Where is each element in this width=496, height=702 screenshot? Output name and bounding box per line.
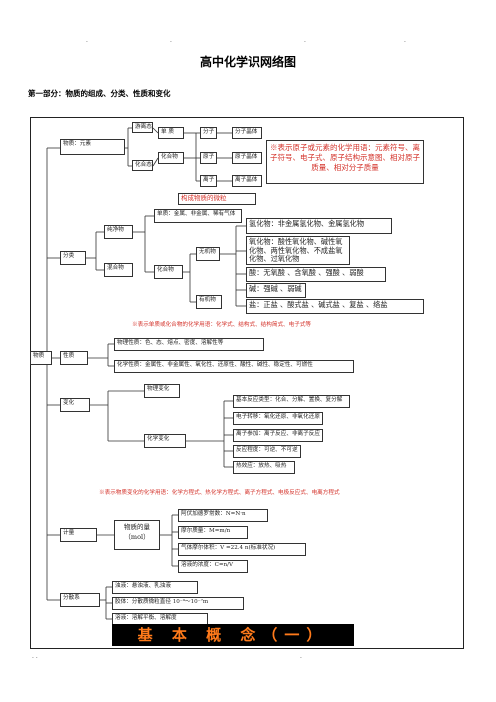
- node-elemental: 单 质: [158, 127, 184, 139]
- node-substance: 物质: [30, 351, 52, 365]
- node-molecule: 分子: [200, 127, 217, 139]
- node-chemical-change: 化学变化: [144, 434, 186, 448]
- node-measurement: 计量: [60, 528, 97, 542]
- node-reaction-type: 基本反应类型：化合、分解、置换、复分解: [233, 395, 350, 408]
- node-reaction-degree: 反应程度：可逆、不可逆: [233, 445, 301, 458]
- node-oxide: 氧化物：酸性氧化物、碱性氧化物、两性氧化物、不成盐氧化物、过氧化物: [246, 236, 350, 265]
- node-concentration: 溶液的浓度：C=n/V: [178, 560, 248, 573]
- node-suspension: 浊液：悬浊液、乳浊液: [112, 581, 198, 594]
- node-compound-top: 化合物: [158, 152, 184, 164]
- node-free-state: 游离态: [132, 122, 153, 133]
- header-dot: ·: [86, 39, 88, 46]
- node-molecular-crystal: 分子晶体: [232, 127, 262, 139]
- page-title: 高中化学识网络图: [199, 55, 296, 69]
- header-dot: ·: [304, 39, 306, 46]
- note-atom-terms: ※表示原子或元素的化学用语：元素符号、离子符号、电子式、原子结构示意图、相对原子…: [266, 140, 424, 184]
- node-compound: 化合物: [154, 265, 183, 279]
- node-atomic-crystal: 原子晶体: [232, 152, 262, 164]
- node-acid: 酸：无氧酸 、含氧酸 、强酸 、弱酸: [246, 267, 386, 282]
- node-inorganic: 无机物: [196, 247, 220, 261]
- node-elements: 单质：金属、非金属、稀有气体: [154, 209, 242, 223]
- node-molar-volume: 气体摩尔体积：V =22.4 n(标准状况): [178, 543, 306, 556]
- node-dispersion: 分散系: [60, 593, 100, 607]
- footer-dot: ·: [300, 655, 302, 662]
- node-physical-property: 物理性质：色、态、熔点、密度、溶解性等: [114, 338, 264, 351]
- node-molar-mass: 摩尔质量：M=m/n: [178, 526, 248, 539]
- section-subtitle: 第一部分：物质的组成、分类、性质和变化: [28, 89, 171, 98]
- footer-banner: 基 本 概 念（一）: [112, 624, 354, 646]
- node-physical-change: 物理变化: [144, 384, 180, 398]
- note-compound-terms: ※表示单质或化合物的化学用语：化学式、结构式、结构简式、电子式等: [132, 322, 312, 328]
- node-avogadro: 阿伏加德罗常数：N=N·n: [178, 509, 268, 522]
- node-properties: 性质: [60, 351, 88, 365]
- node-colloid: 胶体：分散质微粒直径 10⁻⁹～10⁻⁷m: [112, 597, 244, 610]
- node-base: 碱：强碱 、弱碱: [246, 283, 306, 298]
- node-atom: 原子: [200, 152, 217, 164]
- node-hydride: 氢化物：非金属氢化物、金属氢化物: [246, 218, 392, 234]
- node-ionic-reaction: 离子参加：离子反应、非离子反应: [233, 429, 323, 442]
- note-structure: 构成物质的微粒: [178, 193, 256, 205]
- node-heat-effect: 热效应：放热、吸热: [233, 461, 295, 474]
- node-organic: 有机物: [196, 295, 222, 309]
- node-chemical-property: 化学性质：金属性、非金属性、氧化性、还原性、酸性、碱性、稳定性、可燃性: [114, 360, 354, 373]
- header-dot: ·: [170, 39, 172, 46]
- node-composition: 物质：元素: [60, 139, 125, 155]
- header-dot: ·: [404, 39, 406, 46]
- node-pure: 纯净物: [104, 225, 133, 239]
- note-change-terms: ※表示物质变化的化学用语：化学方程式、热化学方程式、离子方程式、电极反应式、电离…: [99, 490, 340, 496]
- node-classification: 分类: [60, 251, 86, 265]
- node-amount-of-substance: 物质的量（mol）: [114, 520, 160, 550]
- node-ionic-crystal: 离子晶体: [232, 175, 262, 187]
- node-salt: 盐：正盐 、酸式盐 、碱式盐 、复盐 、络盐: [246, 299, 424, 314]
- node-combined-state: 化合态: [132, 160, 153, 171]
- node-ion: 离子: [200, 175, 217, 187]
- node-changes: 变化: [60, 398, 90, 412]
- footer-dot: · ·: [32, 655, 38, 662]
- node-mixture: 混合物: [104, 263, 133, 277]
- node-electron-transfer: 电子转移：氧化还原、非氧化还原: [233, 412, 323, 425]
- diagram-frame: [30, 117, 464, 649]
